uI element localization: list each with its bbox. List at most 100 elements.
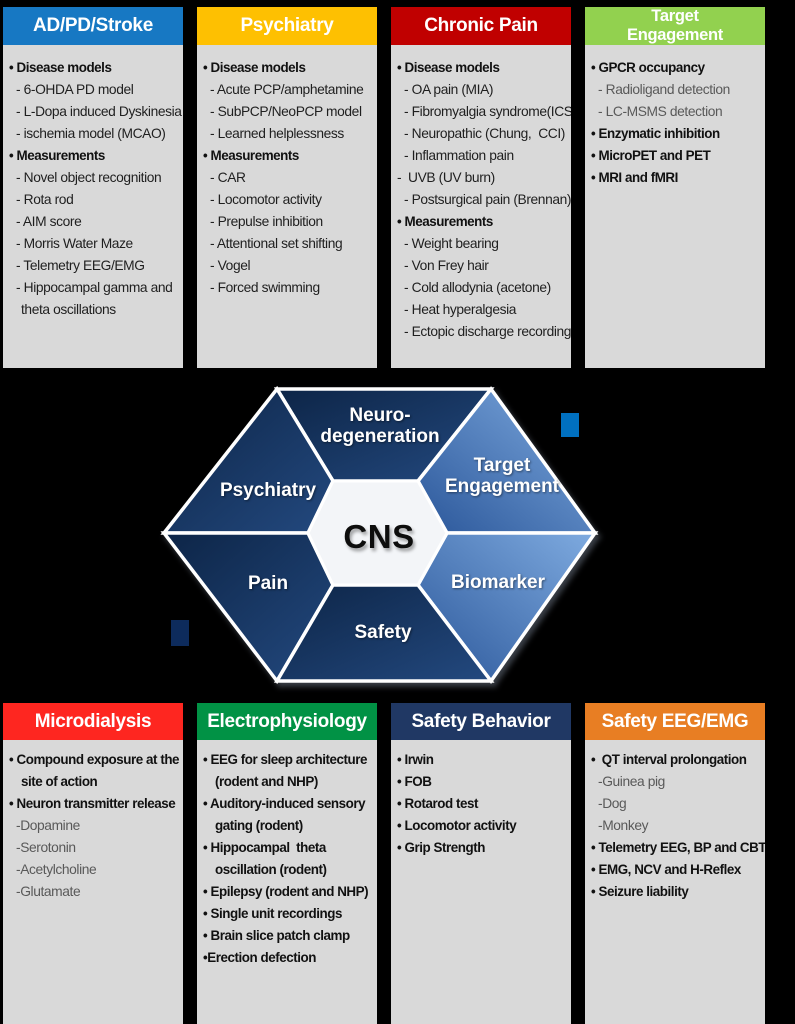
list-item: • Telemetry EEG, BP and CBT (591, 840, 765, 855)
list-item: - OA pain (MIA) (404, 82, 494, 97)
list-item: - CAR (210, 170, 246, 185)
list-item: • Disease models (9, 60, 112, 75)
list-item: - 6-OHDA PD model (16, 82, 134, 97)
list-item: - Ectopic discharge recording (404, 324, 571, 339)
panel-psychiatry-header: Psychiatry (197, 7, 377, 45)
panel-item-list: • Disease models - 6-OHDA PD model - L-Dop… (3, 45, 183, 368)
list-item: • QT interval prolongation (591, 752, 747, 767)
list-item: - Rota rod (16, 192, 74, 207)
panel-microdialysis: Microdialysis • Compound exposure at the… (3, 703, 183, 1024)
hex-label-line: degeneration (320, 426, 440, 447)
list-item: - Hippocampal gamma and (16, 280, 173, 295)
panel-safety-behavior: Safety Behavior • Irwin• FOB• Rotarod te… (391, 703, 571, 1024)
list-item: • FOB (397, 774, 432, 789)
hex-center-label: CNS (343, 518, 415, 555)
hex-label-line: Neuro- (349, 405, 411, 426)
list-item: • Measurements (203, 148, 299, 163)
list-item: • Irwin (397, 752, 434, 767)
list-item: - Acute PCP/amphetamine (210, 82, 364, 97)
list-item: - Morris Water Maze (16, 236, 133, 251)
list-item: gating (rodent) (215, 818, 303, 833)
list-item: - Vogel (210, 258, 251, 273)
list-item: - ischemia model (MCAO) (16, 126, 166, 141)
list-item: -Acetylcholine (16, 862, 97, 877)
list-item: oscillation (rodent) (215, 862, 327, 877)
list-item: - UVB (UV burn) (397, 170, 495, 185)
list-item: - Forced swimming (210, 280, 320, 295)
list-item: - Fibromyalgia syndrome(ICS) (404, 104, 571, 119)
list-item: -Dopamine (16, 818, 80, 833)
list-item: • Brain slice patch clamp (203, 928, 350, 943)
panel-item-list: • Irwin • FOB • Rotarod test • Locomotor ac… (391, 740, 571, 1024)
list-item: - Attentional set shifting (210, 236, 343, 251)
list-item: -Guinea pig (598, 774, 665, 789)
panel-psychiatry: Psychiatry • Disease models - Acute PCP/a… (197, 7, 377, 368)
list-item: - Learned helplessness (210, 126, 344, 141)
list-item: • GPCR occupancy (591, 60, 705, 75)
list-item: site of action (21, 774, 98, 789)
list-item: • Measurements (9, 148, 105, 163)
list-item: - SubPCP/NeoPCP model (210, 104, 362, 119)
panel-item-list: • EEG for sleep architecture (rodent and … (197, 740, 377, 1024)
list-item: -Dog (598, 796, 627, 811)
list-item: - Weight bearing (404, 236, 499, 251)
panel-chronic-pain-header: Chronic Pain (391, 7, 571, 45)
list-item: • EEG for sleep architecture (203, 752, 367, 767)
panel-item-list: • Disease models - OA pain (MIA) - Fibromy… (391, 45, 571, 368)
list-item: - Postsurgical pain (Brennan) (404, 192, 571, 207)
panel-item-list: • GPCR occupancy- Radioligand detection-… (585, 45, 765, 368)
decor-square-navy (171, 620, 189, 646)
panel-item-list: • QT interval prolongation -Guinea pig -Do… (585, 740, 765, 1024)
panel-target-engagement: Target Engagement • GPCR occupancy - Radi… (585, 7, 765, 368)
list-item: • Rotarod test (397, 796, 478, 811)
bottom-panel-row: Microdialysis • Compound exposure at the… (3, 703, 765, 1024)
list-item: • Enzymatic inhibition (591, 126, 720, 141)
list-item: • Compound exposure at the (9, 752, 180, 767)
hex-label-pain: Pain (247, 573, 289, 594)
panel-electrophysiology-header: Electrophysiology (197, 703, 377, 740)
panel-item-list: • Compound exposure at the site of action… (3, 740, 183, 1024)
list-item: - Von Frey hair (404, 258, 489, 273)
list-item: - Locomotor activity (210, 192, 322, 207)
list-item: • Seizure liability (591, 884, 689, 899)
list-item: - Novel object recognition (16, 170, 162, 185)
list-item: - Inflammation pain (404, 148, 514, 163)
list-item: • Hippocampal theta (203, 840, 326, 855)
list-item: • Measurements (397, 214, 493, 229)
list-item: •Erection defection (203, 950, 316, 965)
panel-target-engagement-header: Target Engagement (585, 7, 765, 45)
list-item: - Telemetry EEG/EMG (16, 258, 145, 273)
panel-safety-eeg-emg: Safety EEG/EMG • QT interval prolongatio… (585, 703, 765, 1024)
list-item: • Neuron transmitter release (9, 796, 176, 811)
panel-ad-pd-stroke: AD/PD/Stroke • Disease models - 6-OHDA PD… (3, 7, 183, 368)
list-item: -Serotonin (16, 840, 76, 855)
panel-microdialysis-header: Microdialysis (3, 703, 183, 740)
list-item: • Disease models (397, 60, 500, 75)
list-item: • Epilepsy (rodent and NHP) (203, 884, 369, 899)
list-item: (rodent and NHP) (215, 774, 318, 789)
list-item: • Grip Strength (397, 840, 485, 855)
list-item: - Radioligand detection (598, 82, 730, 97)
hex-label-line: Target (473, 455, 531, 476)
panel-safety-eeg-emg-header: Safety EEG/EMG (585, 703, 765, 740)
decor-square-blue (561, 413, 579, 437)
hex-center (306, 479, 449, 587)
list-item: - Cold allodynia (acetone) (404, 280, 551, 295)
list-item: • EMG, NCV and H-Reflex (591, 862, 741, 877)
list-item: • Single unit recordings (203, 906, 342, 921)
list-item: • MicroPET and PET (591, 148, 711, 163)
panel-ad-pd-stroke-header: AD/PD/Stroke (3, 7, 183, 45)
hex-label-psychiatry: Psychiatry (219, 480, 317, 501)
list-item: - Heat hyperalgesia (404, 302, 517, 317)
hex-label-line: Engagement (444, 476, 560, 497)
panel-item-list: • Disease models - Acute PCP/amphetamine -… (197, 45, 377, 368)
panel-electrophysiology: Electrophysiology • EEG for sleep archit… (197, 703, 377, 1024)
list-item: -Glutamate (16, 884, 81, 899)
list-item: • Auditory-induced sensory (203, 796, 366, 811)
list-item: • Disease models (203, 60, 306, 75)
list-item: theta oscillations (21, 302, 116, 317)
list-item: - Prepulse inhibition (210, 214, 323, 229)
hex-label-neurodegeneration: Neuro- degeneration (299, 405, 461, 447)
list-item: - L-Dopa induced Dyskinesia (16, 104, 182, 119)
list-item: • Locomotor activity (397, 818, 517, 833)
